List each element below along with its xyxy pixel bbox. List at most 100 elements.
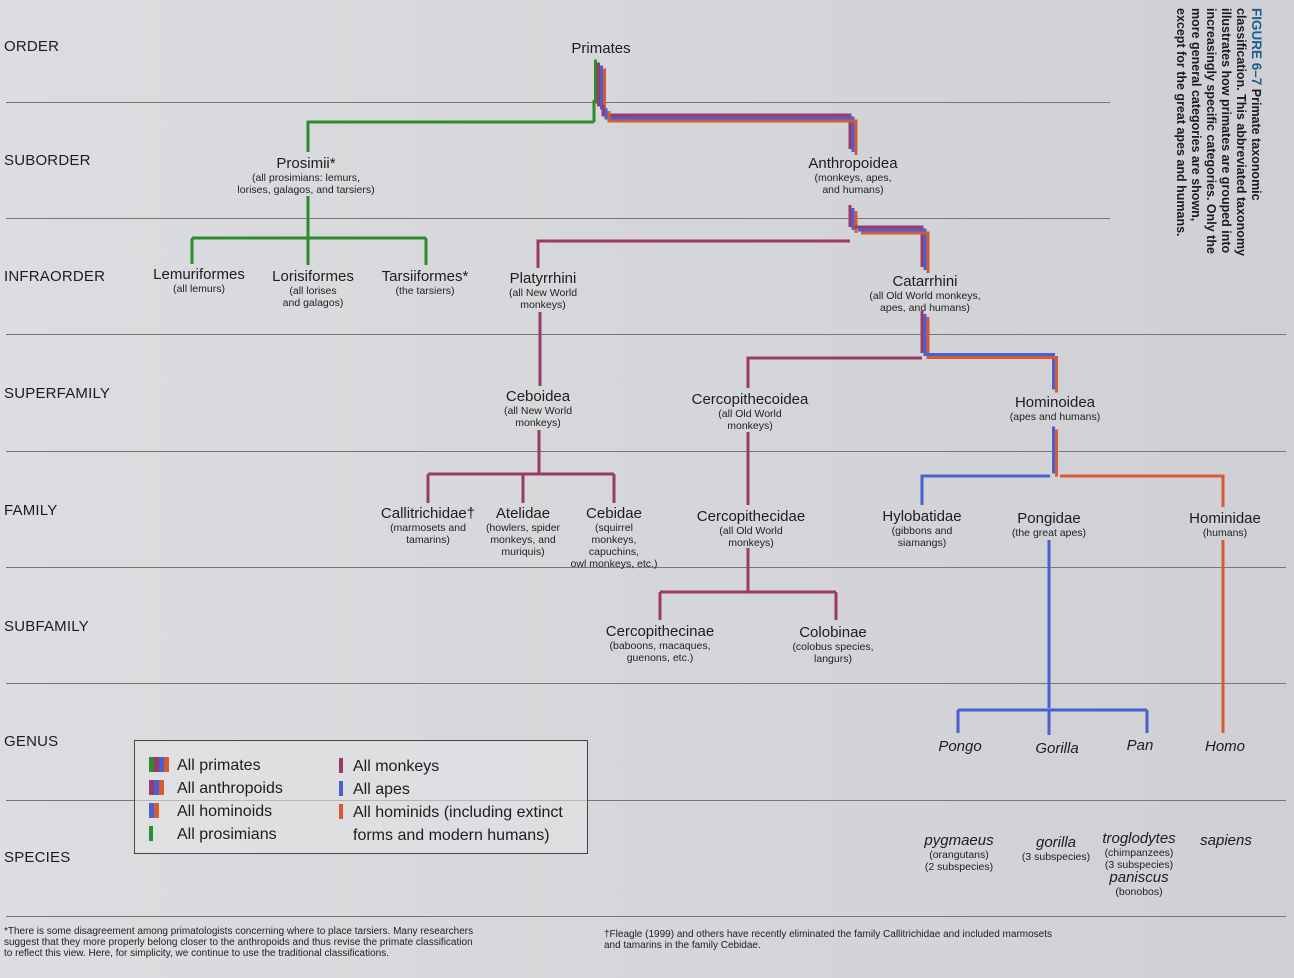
taxon-tarsiiformes: Tarsiiformes* (the tarsiers) [382, 268, 469, 297]
taxon-atelidae: Atelidae (howlers, spider monkeys, and m… [486, 505, 560, 558]
taxon-callitrichidae: Callitrichidae† (marmosets and tamarins) [381, 505, 475, 546]
taxon-description: (humans) [1202, 527, 1248, 539]
taxon-description: monkeys) [728, 537, 774, 549]
branch-prosimii [306, 120, 594, 152]
legend-label: All hominids (including extinct [353, 804, 563, 821]
figure-caption: FIGURE 6–7 Primate taxonomic classificat… [1124, 8, 1264, 258]
taxon-pongidae: Pongidae (the great apes) [1012, 510, 1086, 539]
taxon-name: gorilla [1035, 834, 1077, 851]
legend-label: forms and modern humans) [353, 827, 550, 844]
taxon-description: (marmosets and [390, 522, 466, 534]
taxon-description: (all New World [503, 405, 573, 417]
taxon-name: Ceboidea [505, 388, 571, 405]
legend-swatch-all-anthropoids [149, 780, 164, 795]
branch-hominoidea [926, 353, 1055, 390]
branch-cercopithecoidea [746, 356, 922, 388]
taxon-description: (colobus species, [792, 641, 874, 653]
branch-catarrhini [858, 228, 927, 270]
taxon-name: Cercopithecidae [696, 508, 806, 525]
taxon-description: owl monkeys, etc.) [570, 558, 658, 570]
taxon-pygmaeus: pygmaeus (orangutans) (2 subspecies) [924, 832, 993, 873]
taxon-description: and galagos) [282, 297, 344, 309]
taxon-description: langurs) [814, 653, 852, 665]
taxon-description: monkeys) [520, 299, 566, 311]
legend-swatch-all-hominids [339, 804, 343, 819]
legend-swatch-all-prosimians [149, 826, 153, 841]
taxon-troglodytes: troglodytes (chimpanzees) (3 subspecies) [1102, 830, 1175, 871]
taxon-description: monkeys) [727, 420, 773, 432]
rank-genus: GENUS [4, 733, 59, 750]
taxon-name: Homo [1204, 738, 1246, 755]
footnote-line: †Fleagle (1999) and others have recently… [604, 929, 1053, 940]
branch-platyrrhini [536, 239, 850, 268]
footnote-line: suggest that they more properly belong c… [4, 937, 473, 948]
taxon-name: pygmaeus [924, 832, 994, 849]
rank-divider [6, 567, 1286, 568]
legend: All primates All anthropoids All hominoi… [134, 740, 588, 854]
branch-anthropoidea [601, 105, 852, 149]
taxon-description: capuchins, [588, 546, 640, 558]
footnote-line: to reflect this view. Here, for simplici… [4, 948, 389, 959]
branch-hominoidea [929, 356, 1058, 393]
rank-subfamily: SUBFAMILY [4, 618, 89, 635]
taxon-description: (squirrel [595, 522, 633, 534]
taxon-name: Tarsiiformes* [381, 268, 469, 285]
taxon-name: Lorisiformes [272, 268, 354, 285]
figure-caption-text: FIGURE 6–7 Primate taxonomic classificat… [1173, 8, 1264, 258]
rank-infraorder: INFRAORDER [4, 268, 106, 285]
taxon-description: (all Old World [718, 408, 782, 420]
branch-catarrhini [861, 231, 930, 273]
taxon-description: (all lemurs) [173, 283, 225, 295]
taxon-gorilla-genus: Gorilla [1035, 740, 1078, 757]
legend-swatch-all-hominoids [149, 803, 159, 818]
taxon-name: Atelidae [495, 505, 551, 522]
taxon-paniscus: paniscus (bonobos) [1109, 869, 1168, 898]
taxon-description: (bonobos) [1115, 886, 1163, 898]
taxon-pan: Pan [1127, 737, 1154, 754]
taxon-sapiens: sapiens [1200, 832, 1252, 849]
taxon-colobinae: Colobinae (colobus species, langurs) [792, 624, 873, 665]
taxon-description: monkeys, [591, 534, 637, 546]
rank-divider [6, 334, 1286, 335]
taxon-description: (all Old World monkeys, [869, 290, 981, 302]
taxon-name: sapiens [1200, 832, 1252, 849]
taxon-name: Cercopithecoidea [691, 391, 809, 408]
legend-label: All prosimians [177, 826, 277, 843]
legend-label: All monkeys [353, 758, 440, 775]
taxon-name: Gorilla [1035, 740, 1079, 757]
taxon-name: Pongo [938, 738, 982, 755]
taxon-description: (3 subspecies) [1104, 859, 1174, 871]
rank-divider [6, 916, 1286, 917]
branch-hominidae [1060, 474, 1225, 507]
taxon-homo: Homo [1205, 738, 1245, 755]
taxon-description: guenons, etc.) [626, 652, 694, 664]
taxon-description: monkeys, and [490, 534, 556, 546]
rank-divider [6, 800, 1286, 801]
taxon-description: (howlers, spider [485, 522, 561, 534]
taxon-description: (orangutans) [929, 849, 989, 861]
taxon-prosimii: Prosimii* (all prosimians: lemurs, loris… [237, 155, 374, 196]
taxon-cercopithecoidea: Cercopithecoidea (all Old World monkeys) [692, 391, 809, 432]
taxon-description: (apes and humans) [1009, 411, 1101, 423]
footnote-line: and tamarins in the family Cebidae. [604, 940, 761, 951]
taxon-description: (all lorises [289, 285, 337, 297]
taxon-description: (3 subspecies) [1021, 851, 1091, 863]
taxon-name: Primates [571, 40, 631, 57]
legend-label: All apes [353, 781, 410, 798]
taxon-description: lorises, galagos, and tarsiers) [237, 184, 375, 196]
legend-swatch-all-apes [339, 781, 343, 796]
taxon-description: siamangs) [897, 537, 947, 549]
taxon-name: Platyrrhini [509, 270, 577, 287]
taxon-name: paniscus [1109, 869, 1169, 886]
taxon-name: Prosimii* [276, 155, 336, 172]
rank-suborder: SUBORDER [4, 152, 91, 169]
taxon-name: Lemuriformes [153, 266, 245, 283]
taxon-description: tamarins) [406, 534, 450, 546]
taxon-hominidae: Hominidae (humans) [1189, 510, 1261, 539]
taxon-lorisiformes: Lorisiformes (all lorises and galagos) [272, 268, 354, 309]
legend-label: All anthropoids [177, 780, 283, 797]
taxon-description: (monkeys, apes, [814, 172, 892, 184]
rank-species: SPECIES [4, 849, 71, 866]
legend-swatch-all-primates [149, 757, 169, 772]
